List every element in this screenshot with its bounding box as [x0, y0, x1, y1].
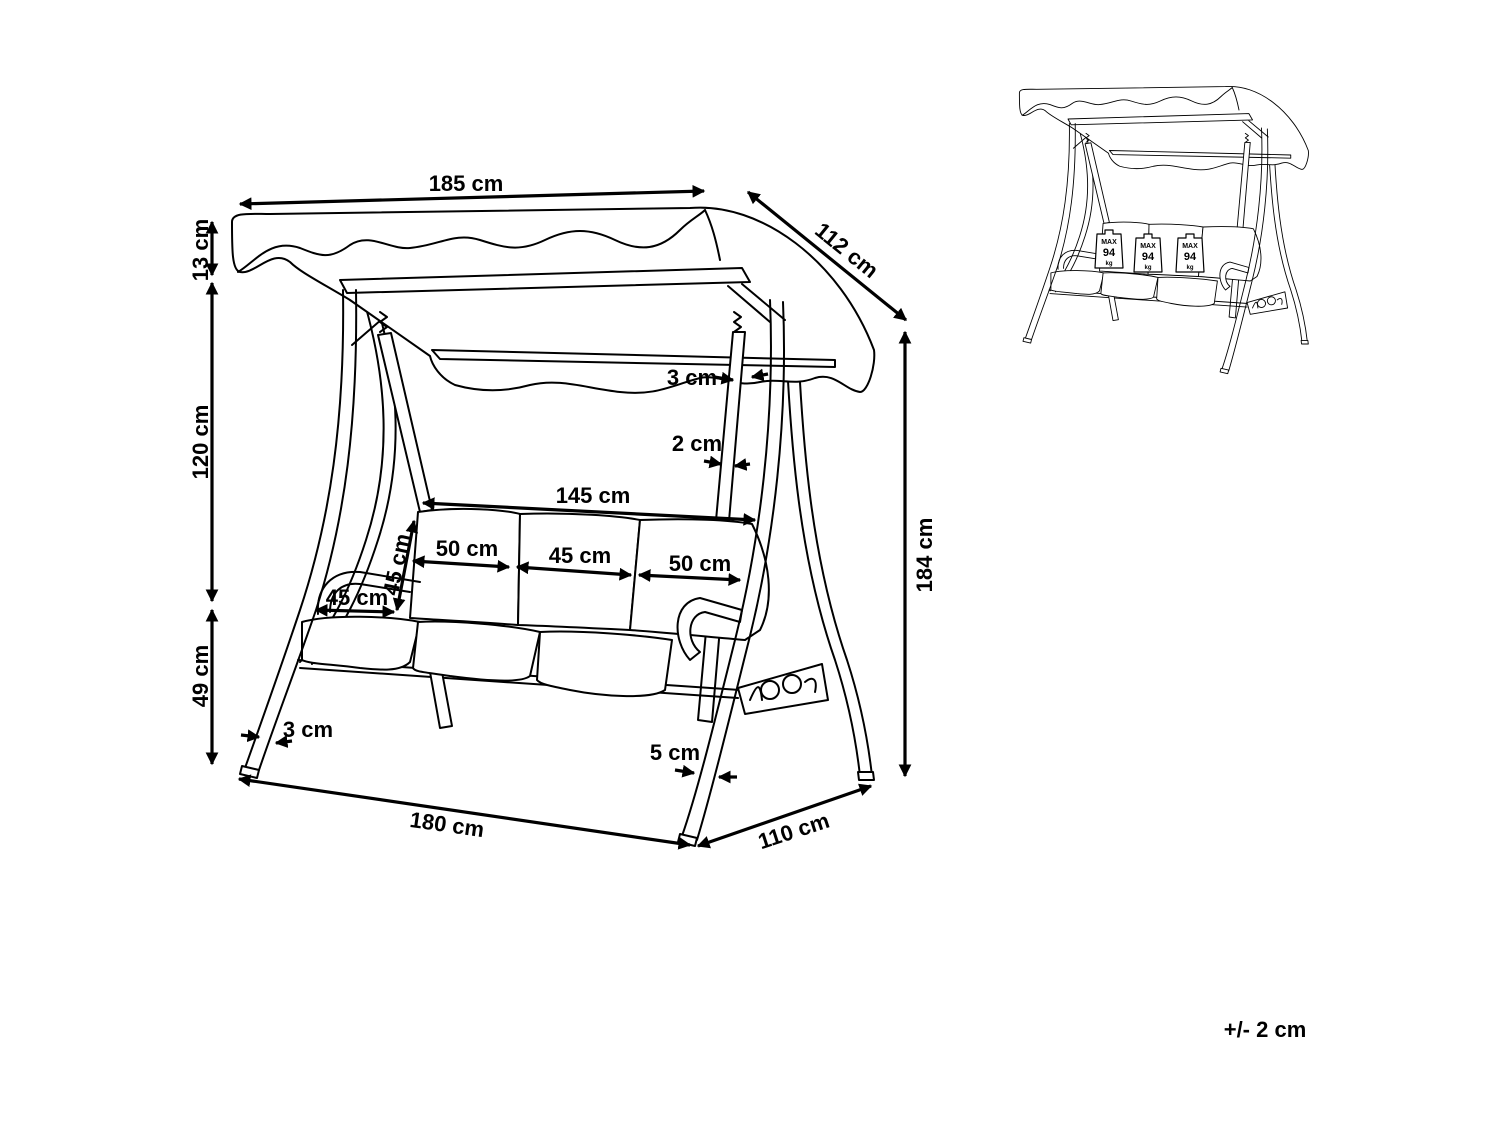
dim-line-base-width — [237, 774, 692, 850]
load-tag-3-value: 94 — [1184, 251, 1197, 263]
label-canopy-height: 13 cm — [188, 219, 213, 281]
canopy — [231, 206, 876, 394]
label-seat-middle: 45 cm — [549, 543, 611, 568]
dim-arrow-tube-top-b — [750, 368, 769, 382]
label-seat-right: 50 cm — [669, 551, 731, 576]
dim-line-base-depth — [696, 783, 873, 849]
side-scroll-panel — [737, 663, 829, 715]
label-seat-height: 49 cm — [188, 645, 213, 707]
label-seat-left: 50 cm — [436, 536, 498, 561]
thumbnail-view: MAX 94 kg MAX 94 kg MAX 94 kg — [1018, 85, 1309, 375]
load-tag-1-max: MAX — [1101, 239, 1117, 246]
load-tag-2-value: 94 — [1142, 251, 1155, 263]
thumbnail-swing-drawing — [1018, 85, 1309, 375]
load-tag-1-value: 94 — [1103, 247, 1116, 259]
dim-line-seat-middle — [515, 561, 633, 581]
dimension-lines — [205, 184, 912, 850]
dim-line-canopy-width — [238, 184, 706, 211]
dim-line-seat-width — [421, 497, 757, 526]
load-tag-2-unit: kg — [1144, 265, 1151, 271]
dim-line-seat-right — [637, 569, 742, 586]
dim-line-canopy-depth — [746, 190, 908, 322]
label-tube-top: 3 cm — [667, 365, 717, 390]
dim-line-backrest-height — [392, 519, 419, 612]
label-seat-width: 145 cm — [556, 483, 631, 508]
dim-arrow-leg-right-a — [674, 764, 696, 778]
dim-line-seat-depth — [314, 603, 396, 619]
load-tag-1: MAX 94 kg — [1094, 229, 1124, 269]
label-base-depth: 110 cm — [755, 808, 833, 854]
tolerance-note: +/- 2 cm — [1224, 1017, 1307, 1042]
label-canopy-width: 185 cm — [429, 171, 504, 196]
front-left-leg — [239, 289, 358, 779]
dim-arrow-bar-b — [733, 458, 751, 471]
load-tag-3-unit: kg — [1186, 265, 1193, 271]
dim-line-seat-left — [411, 555, 511, 573]
load-tag-3-max: MAX — [1182, 243, 1198, 250]
label-leg-right: 5 cm — [650, 740, 700, 765]
dim-arrow-leg-left-b — [274, 735, 293, 748]
dim-arrow-bar-a — [703, 455, 723, 469]
dim-arrow-tube-top-a — [713, 371, 735, 385]
label-frame-height: 120 cm — [188, 405, 213, 480]
rear-right-leg — [784, 317, 875, 781]
label-leg-left: 3 cm — [283, 717, 333, 742]
load-tag-3: MAX 94 kg — [1175, 233, 1205, 273]
dim-arrow-leg-left-a — [240, 729, 261, 743]
label-seat-depth: 45 cm — [326, 585, 388, 610]
swing-drawing — [231, 206, 876, 847]
load-tag-1-unit: kg — [1105, 261, 1112, 267]
label-bar: 2 cm — [672, 431, 722, 456]
seat-cushions — [301, 615, 673, 698]
load-tag-2: MAX 94 kg — [1133, 233, 1163, 273]
load-tag-2-max: MAX — [1140, 243, 1156, 250]
label-total-height: 184 cm — [912, 518, 937, 593]
